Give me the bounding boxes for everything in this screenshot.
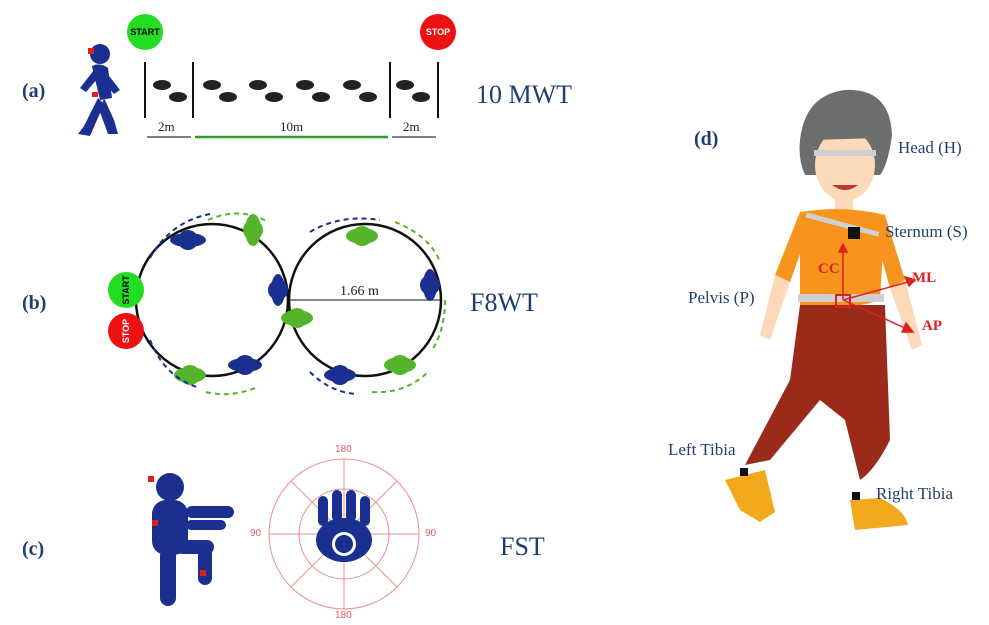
imu-axes: [837, 242, 917, 333]
axis-ml: ML: [912, 270, 937, 286]
top-view-figure: [316, 490, 372, 562]
track-walkers: [170, 214, 440, 385]
degree-bottom: 180: [335, 610, 352, 621]
panel-d-label: (d): [694, 128, 719, 150]
axis-ap: AP: [922, 318, 942, 334]
sensor-right-tibia: Right Tibia: [876, 484, 954, 503]
walking-woman-figure: [725, 89, 922, 530]
panel-c-title: FST: [500, 532, 545, 561]
stop-sign-a: STOP: [420, 14, 456, 50]
axis-cc: CC: [818, 261, 840, 277]
distance-main: 10m: [280, 119, 304, 134]
panel-c-label: (c): [22, 538, 45, 560]
degree-right: 90: [425, 528, 437, 539]
footprints: [153, 80, 430, 102]
panel-b-label: (b): [22, 292, 47, 314]
sensor-head: Head (H): [898, 138, 962, 157]
walker-figure-a: [78, 44, 120, 136]
direction-arrows: [149, 212, 446, 396]
sensor-sternum: Sternum (S): [885, 222, 968, 241]
degree-top: 180: [335, 444, 352, 455]
start-sign-b: START: [108, 272, 144, 308]
degree-left: 90: [250, 528, 262, 539]
step-figure: [148, 473, 234, 606]
panel-a-label: (a): [22, 80, 46, 102]
sensor-pelvis: Pelvis (P): [688, 288, 755, 307]
walkway-lines: [144, 62, 439, 118]
panel-a-title: 10 MWT: [476, 80, 573, 109]
start-sign-a: START: [127, 14, 163, 50]
sensor-left-tibia: Left Tibia: [668, 440, 736, 459]
distance-end: 2m: [403, 119, 420, 134]
distance-start: 2m: [158, 119, 175, 134]
stop-sign-b: STOP: [108, 313, 144, 349]
panel-b-title: F8WT: [470, 288, 538, 317]
radius-label: 1.66 m: [340, 284, 379, 299]
